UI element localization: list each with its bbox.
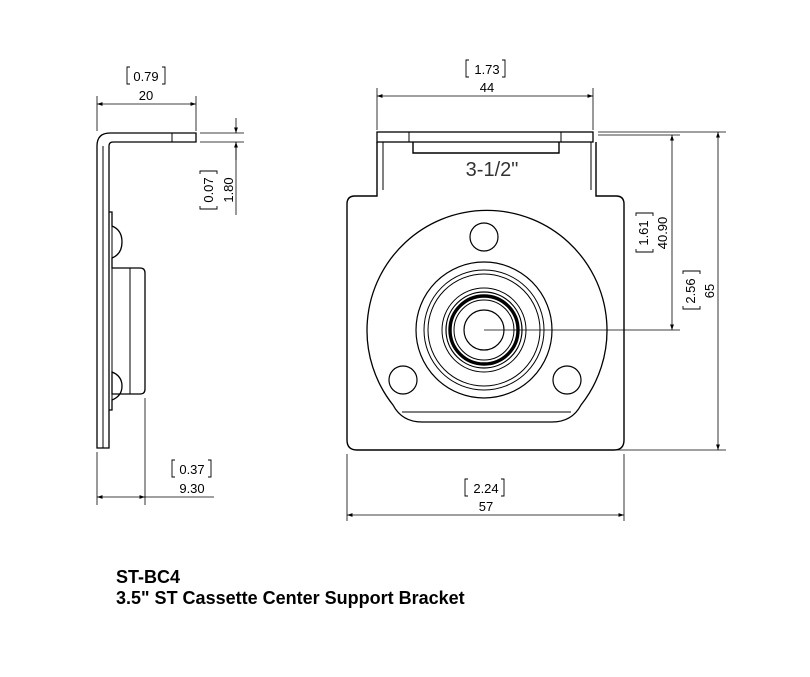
stamp-text: 3-1/2"	[466, 159, 519, 181]
part-number: ST-BC4	[116, 567, 181, 587]
top-tab	[376, 131, 594, 143]
side-width-inch-label: 0.79	[133, 69, 158, 84]
center-height-inch-label: 1.61	[636, 220, 651, 245]
mounting-hole-top	[469, 222, 499, 252]
thickness-mm-label: 1.80	[221, 177, 236, 202]
part-description: 3.5" ST Cassette Center Support Bracket	[116, 588, 465, 608]
center-height-mm-label: 40.90	[655, 217, 670, 250]
tab-width-inch-label: 1.73	[474, 62, 499, 77]
side-view: 0.79 20 0.07 1.80 0.37 9.30	[96, 66, 244, 505]
tab-width-mm-label: 44	[480, 80, 494, 95]
front-view: 3-1/2" 1.73 44 1.61 40.90	[346, 59, 726, 521]
thickness-inch-label: 0.07	[201, 177, 216, 202]
side-view-boss	[109, 211, 146, 411]
overall-width-mm-label: 57	[479, 499, 493, 514]
overall-height-mm-label: 65	[702, 284, 717, 298]
side-depth-mm-label: 9.30	[179, 481, 204, 496]
side-width-mm-label: 20	[139, 88, 153, 103]
mounting-hole-right	[552, 365, 582, 395]
side-depth-inch-label: 0.37	[179, 462, 204, 477]
overall-height-inch-label: 2.56	[683, 278, 698, 303]
bracket-plate-outline	[346, 142, 625, 451]
title-block: ST-BC4 3.5" ST Cassette Center Support B…	[116, 567, 465, 609]
boss-outline	[366, 209, 608, 423]
side-view-bracket-outline	[96, 132, 197, 449]
mounting-hole-left	[388, 365, 418, 395]
overall-width-inch-label: 2.24	[473, 481, 498, 496]
